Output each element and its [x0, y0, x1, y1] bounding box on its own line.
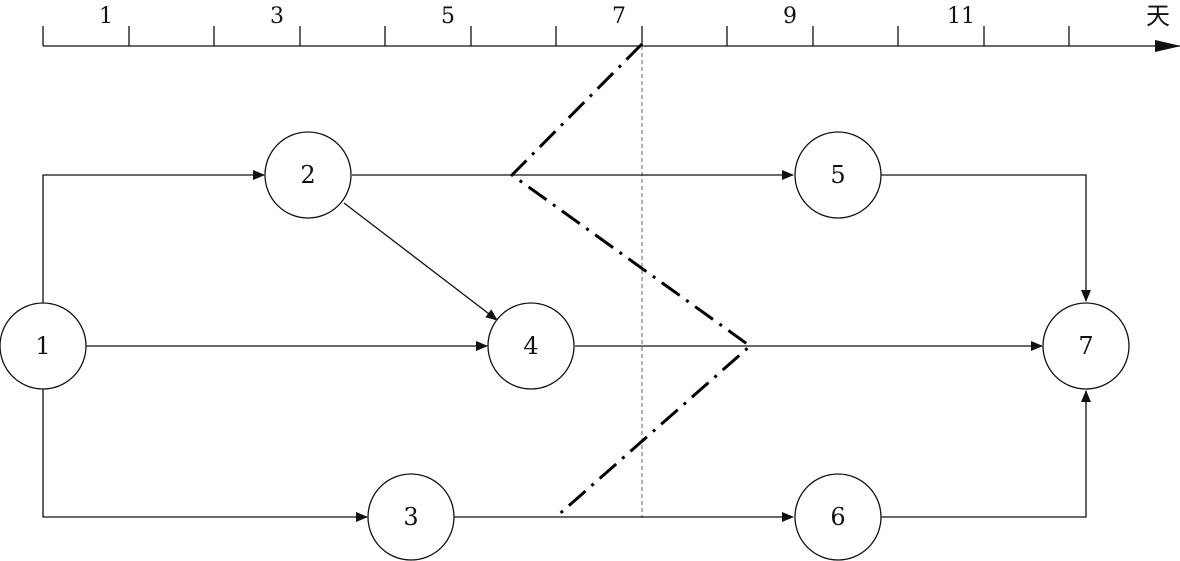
node-circle — [487, 302, 575, 390]
arrow-2-4 — [343, 202, 498, 321]
arrow-6-7 — [881, 390, 1091, 518]
node-3: 3 — [367, 473, 455, 561]
progress-front-line — [509, 42, 753, 519]
node-label: 4 — [523, 332, 538, 360]
tick-label-5: 5 — [441, 4, 455, 29]
node-circle — [264, 131, 352, 219]
node-1: 1 — [0, 302, 87, 390]
arrow-5-7 — [881, 174, 1091, 302]
arrow-1-3 — [42, 389, 368, 522]
axis-unit-label: 天 — [1146, 2, 1170, 30]
node-circle — [794, 131, 882, 219]
node-label: 2 — [300, 161, 315, 189]
node-label: 6 — [830, 503, 845, 531]
time-axis: 1 3 5 7 9 11 天 — [42, 2, 1180, 52]
node-label: 7 — [1078, 332, 1093, 360]
tick-label-3: 3 — [270, 4, 284, 29]
node-4: 4 — [487, 302, 575, 390]
node-2: 2 — [264, 131, 352, 219]
tick-label-9: 9 — [783, 4, 797, 29]
node-circle — [367, 473, 455, 561]
node-7: 7 — [1042, 302, 1130, 390]
node-6: 6 — [794, 473, 882, 561]
tick-label-7: 7 — [612, 4, 626, 29]
node-circle — [794, 473, 882, 561]
node-label: 3 — [403, 503, 418, 531]
node-5: 5 — [794, 131, 882, 219]
tick-label-1: 1 — [99, 4, 113, 29]
tick-label-11: 11 — [947, 4, 975, 29]
node-label: 5 — [830, 161, 845, 189]
node-circle — [0, 302, 87, 390]
activity-arrows — [42, 170, 1091, 522]
node-circle — [1042, 302, 1130, 390]
node-label: 1 — [35, 332, 50, 360]
arrow-1-2 — [42, 170, 265, 303]
